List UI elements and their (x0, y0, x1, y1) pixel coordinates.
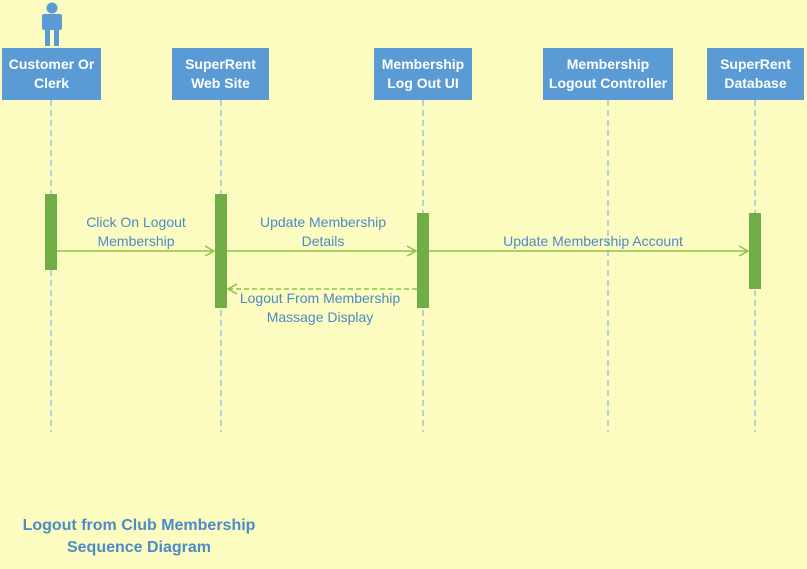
message-label-line1: Update Membership (259, 214, 387, 230)
lifeline-box-logout-controller: Membership Logout Controller (543, 48, 673, 100)
lifeline-box-logout-ui: Membership Log Out UI (374, 48, 472, 100)
lifeline-label-line1: SuperRent (720, 56, 791, 72)
message-label-line1: Click On Logout (86, 214, 186, 230)
message-label-logout-display: Logout From Membership Massage Display (225, 289, 415, 327)
message-label-update-details: Update Membership Details (242, 213, 404, 251)
lifeline-label-line2: Log Out UI (387, 75, 459, 91)
lifeline-label-line1: Membership (566, 56, 650, 72)
lifeline-label-line2: Logout Controller (548, 75, 668, 91)
message-label-line2: Massage Display (266, 309, 374, 325)
lifeline-label-line1: Customer Or (8, 56, 95, 72)
activation-logout-ui (417, 213, 429, 308)
lifeline-box-customer: Customer Or Clerk (2, 48, 101, 100)
diagram-title: Logout from Club Membership Sequence Dia… (4, 515, 274, 559)
person-icon (42, 2, 62, 46)
message-label-line2: Details (301, 233, 345, 249)
lifeline-label-line2: Clerk (33, 75, 70, 91)
activation-database (749, 213, 761, 289)
diagram-title-line2: Sequence Diagram (66, 539, 212, 556)
lifeline-label-line1: Membership (381, 56, 465, 72)
message-arrow-update-details (227, 245, 418, 257)
lifeline-label-line1: SuperRent (185, 56, 256, 72)
activation-customer (45, 194, 57, 270)
diagram-title-line1: Logout from Club Membership (22, 517, 256, 534)
lifeline-label-line2: Web Site (191, 75, 250, 91)
message-label-update-account: Update Membership Account (478, 232, 708, 251)
lifeline-label-line2: Database (724, 75, 787, 91)
lifeline-box-database: SuperRent Database (707, 48, 804, 100)
message-arrow-logout-display (226, 283, 417, 295)
message-arrow-update-account (429, 245, 750, 257)
message-arrow-click-logout (57, 245, 216, 257)
message-label-line1: Logout From Membership (239, 290, 401, 306)
lifeline-box-website: SuperRent Web Site (172, 48, 269, 100)
message-label-line1: Update Membership Account (503, 233, 683, 249)
message-label-click-logout: Click On Logout Membership (76, 213, 196, 251)
message-label-line2: Membership (97, 233, 175, 249)
activation-website (215, 194, 227, 308)
